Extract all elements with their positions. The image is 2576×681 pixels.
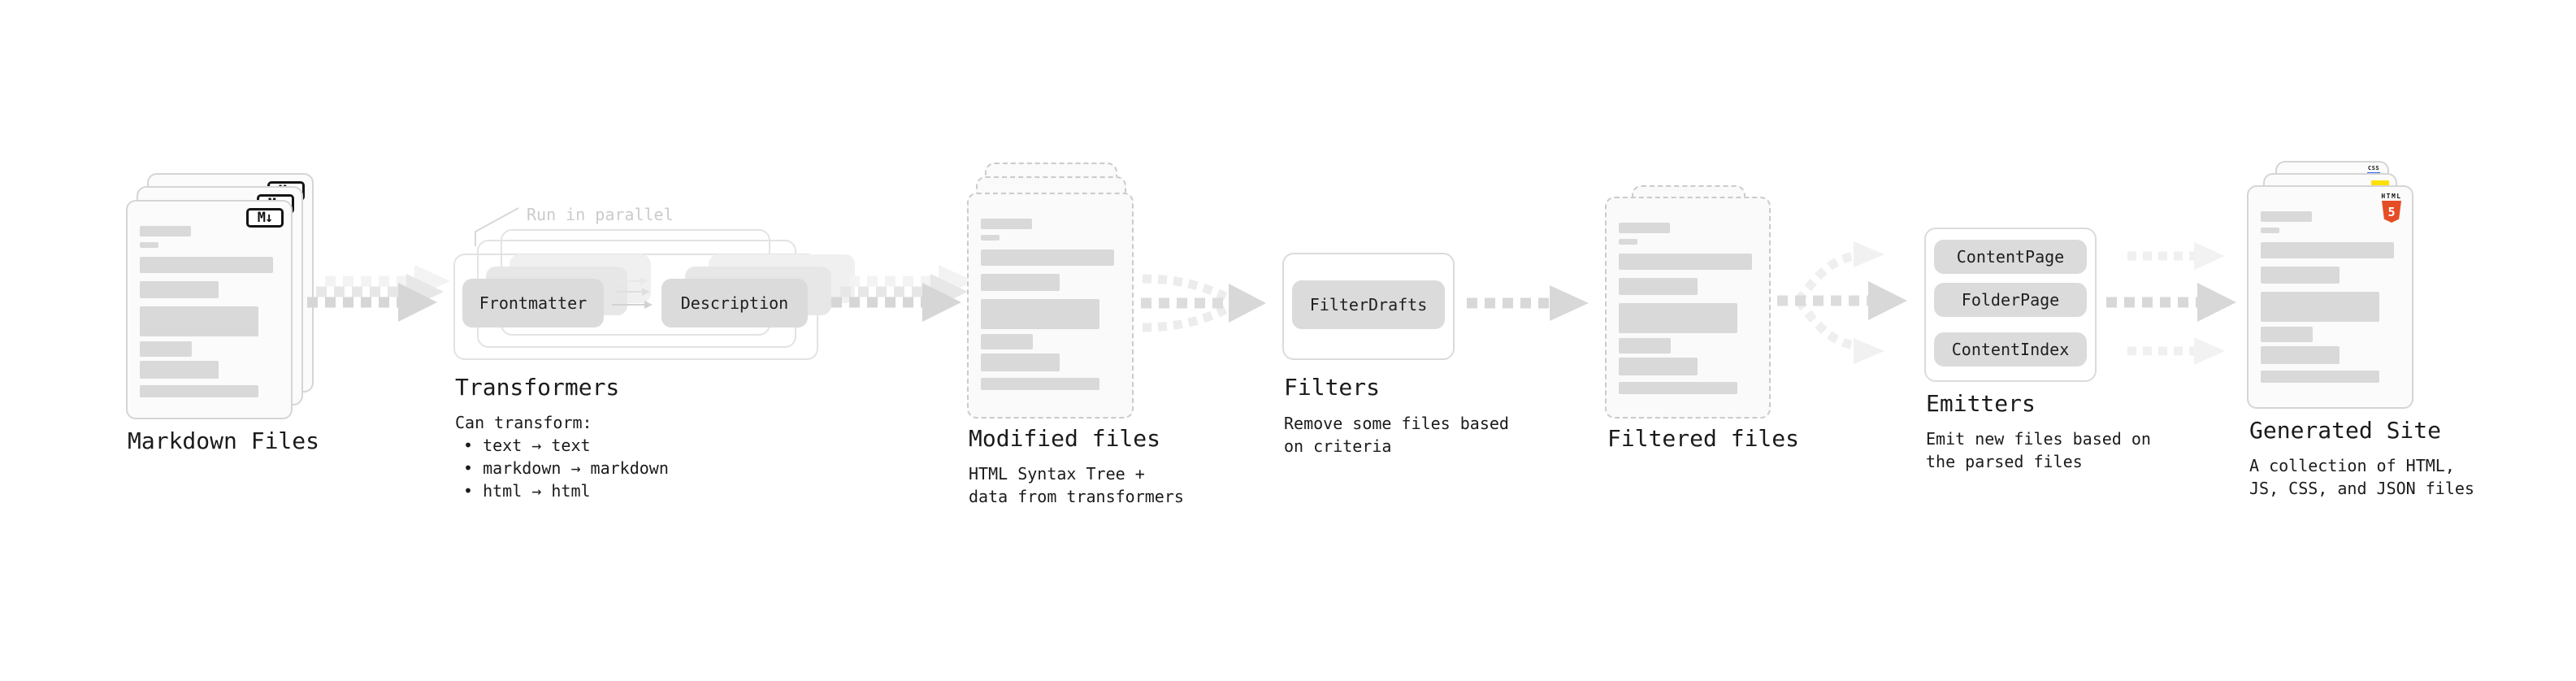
node-title-generated-site: Generated Site <box>2249 417 2442 444</box>
placeholder-bar <box>1619 278 1698 295</box>
placeholder-bar <box>2261 228 2279 233</box>
emitters-description: Emit new files based on the parsed files <box>1926 427 2151 473</box>
placeholder-bar <box>1619 254 1752 270</box>
file-content-placeholder <box>2261 211 2394 383</box>
placeholder-bar <box>2261 211 2312 222</box>
placeholder-bar <box>981 378 1099 390</box>
generated-file-card-front: HTML 5 <box>2247 185 2413 409</box>
file-content-placeholder <box>981 219 1114 390</box>
placeholder-bar <box>2261 242 2394 258</box>
frontmatter-pill: Frontmatter <box>462 279 604 327</box>
description-line: on criteria <box>1284 436 1392 456</box>
markdown-icon: M↓ <box>246 208 284 228</box>
placeholder-bar <box>981 299 1099 329</box>
placeholder-bar <box>1619 382 1737 394</box>
node-title-filtered-files: Filtered files <box>1607 425 1800 452</box>
description-line: A collection of HTML, <box>2249 456 2455 475</box>
arrow-markdown-to-transformers <box>307 265 450 322</box>
placeholder-bar <box>1619 223 1670 233</box>
placeholder-bar <box>981 354 1060 371</box>
placeholder-bar <box>981 249 1114 266</box>
node-title-markdown-files: Markdown Files <box>128 427 320 454</box>
markdown-file-card-front: M↓ <box>126 200 293 419</box>
placeholder-bar <box>140 385 258 397</box>
placeholder-bar <box>981 334 1033 349</box>
node-title-emitters: Emitters <box>1926 390 2036 417</box>
description-line: data from transformers <box>969 487 1184 506</box>
contentindex-pill: ContentIndex <box>1934 332 2087 367</box>
description-line: Emit new files based on <box>1926 429 2151 449</box>
parallel-arrows-icon <box>612 277 653 309</box>
html5-icon-label: HTML <box>2381 193 2402 200</box>
generated-site-description: A collection of HTML, JS, CSS, and JSON … <box>2249 454 2474 500</box>
transformers-bullet-list: • text → text • markdown → markdown • ht… <box>455 434 669 502</box>
run-in-parallel-annotation: Run in parallel <box>527 205 674 224</box>
filters-description: Remove some files based on criteria <box>1284 412 1509 458</box>
node-title-transformers: Transformers <box>455 374 620 401</box>
file-content-placeholder <box>1619 223 1752 394</box>
transformers-description: Can transform: • text → text • markdown … <box>455 411 669 502</box>
arrow-transformers-to-modified <box>831 265 974 322</box>
filterdrafts-pill: FilterDrafts <box>1292 280 1445 329</box>
placeholder-bar <box>1619 358 1698 375</box>
placeholder-bar <box>981 274 1060 291</box>
placeholder-bar <box>2261 346 2340 364</box>
description-line: the parsed files <box>1926 452 2083 471</box>
placeholder-bar <box>140 306 258 336</box>
placeholder-bar <box>1619 338 1671 354</box>
description-line: Remove some files based <box>1284 414 1509 433</box>
transformers-description-heading: Can transform: <box>455 413 592 432</box>
placeholder-bar <box>2261 267 2340 284</box>
html5-icon: HTML 5 <box>2381 193 2402 223</box>
placeholder-bar <box>981 219 1032 229</box>
modified-files-description: HTML Syntax Tree + data from transformer… <box>969 462 1184 508</box>
annotation-callout-line <box>475 207 519 246</box>
placeholder-bar <box>2261 371 2379 383</box>
arrow-filters-to-filtered <box>1467 285 1589 321</box>
contentpage-pill: ContentPage <box>1934 240 2087 274</box>
bullet-item: • text → text <box>463 436 591 455</box>
placeholder-bar <box>981 235 1000 241</box>
arrow-emitters-to-generated <box>2106 242 2236 365</box>
html5-icon-shield: 5 <box>2382 201 2401 223</box>
placeholder-bar <box>2261 327 2313 342</box>
placeholder-bar <box>1619 303 1737 333</box>
css-icon-label: CSS <box>2367 165 2380 171</box>
placeholder-bar <box>2261 292 2379 322</box>
html5-icon-number: 5 <box>2387 204 2396 219</box>
arrow-modified-to-filters <box>1141 274 1266 332</box>
node-title-filters: Filters <box>1284 374 1381 401</box>
placeholder-bar <box>140 226 191 236</box>
modified-file-card-front <box>967 193 1134 419</box>
folderpage-pill: FolderPage <box>1934 283 2087 317</box>
placeholder-bar <box>140 361 219 379</box>
node-title-modified-files: Modified files <box>969 425 1161 452</box>
placeholder-bar <box>140 341 192 357</box>
file-content-placeholder <box>140 226 273 397</box>
javascript-icon <box>2371 180 2389 189</box>
bullet-item: • html → html <box>463 481 591 501</box>
placeholder-bar <box>140 242 158 248</box>
description-line: HTML Syntax Tree + <box>969 464 1145 484</box>
filtered-file-card-front <box>1605 197 1771 419</box>
description-pill: Description <box>661 279 808 327</box>
bullet-item: • markdown → markdown <box>463 458 669 478</box>
description-line: JS, CSS, and JSON files <box>2249 479 2474 498</box>
placeholder-bar <box>140 281 219 298</box>
placeholder-bar <box>140 257 273 273</box>
placeholder-bar <box>1619 239 1637 245</box>
arrow-filtered-to-emitters <box>1777 241 1907 364</box>
